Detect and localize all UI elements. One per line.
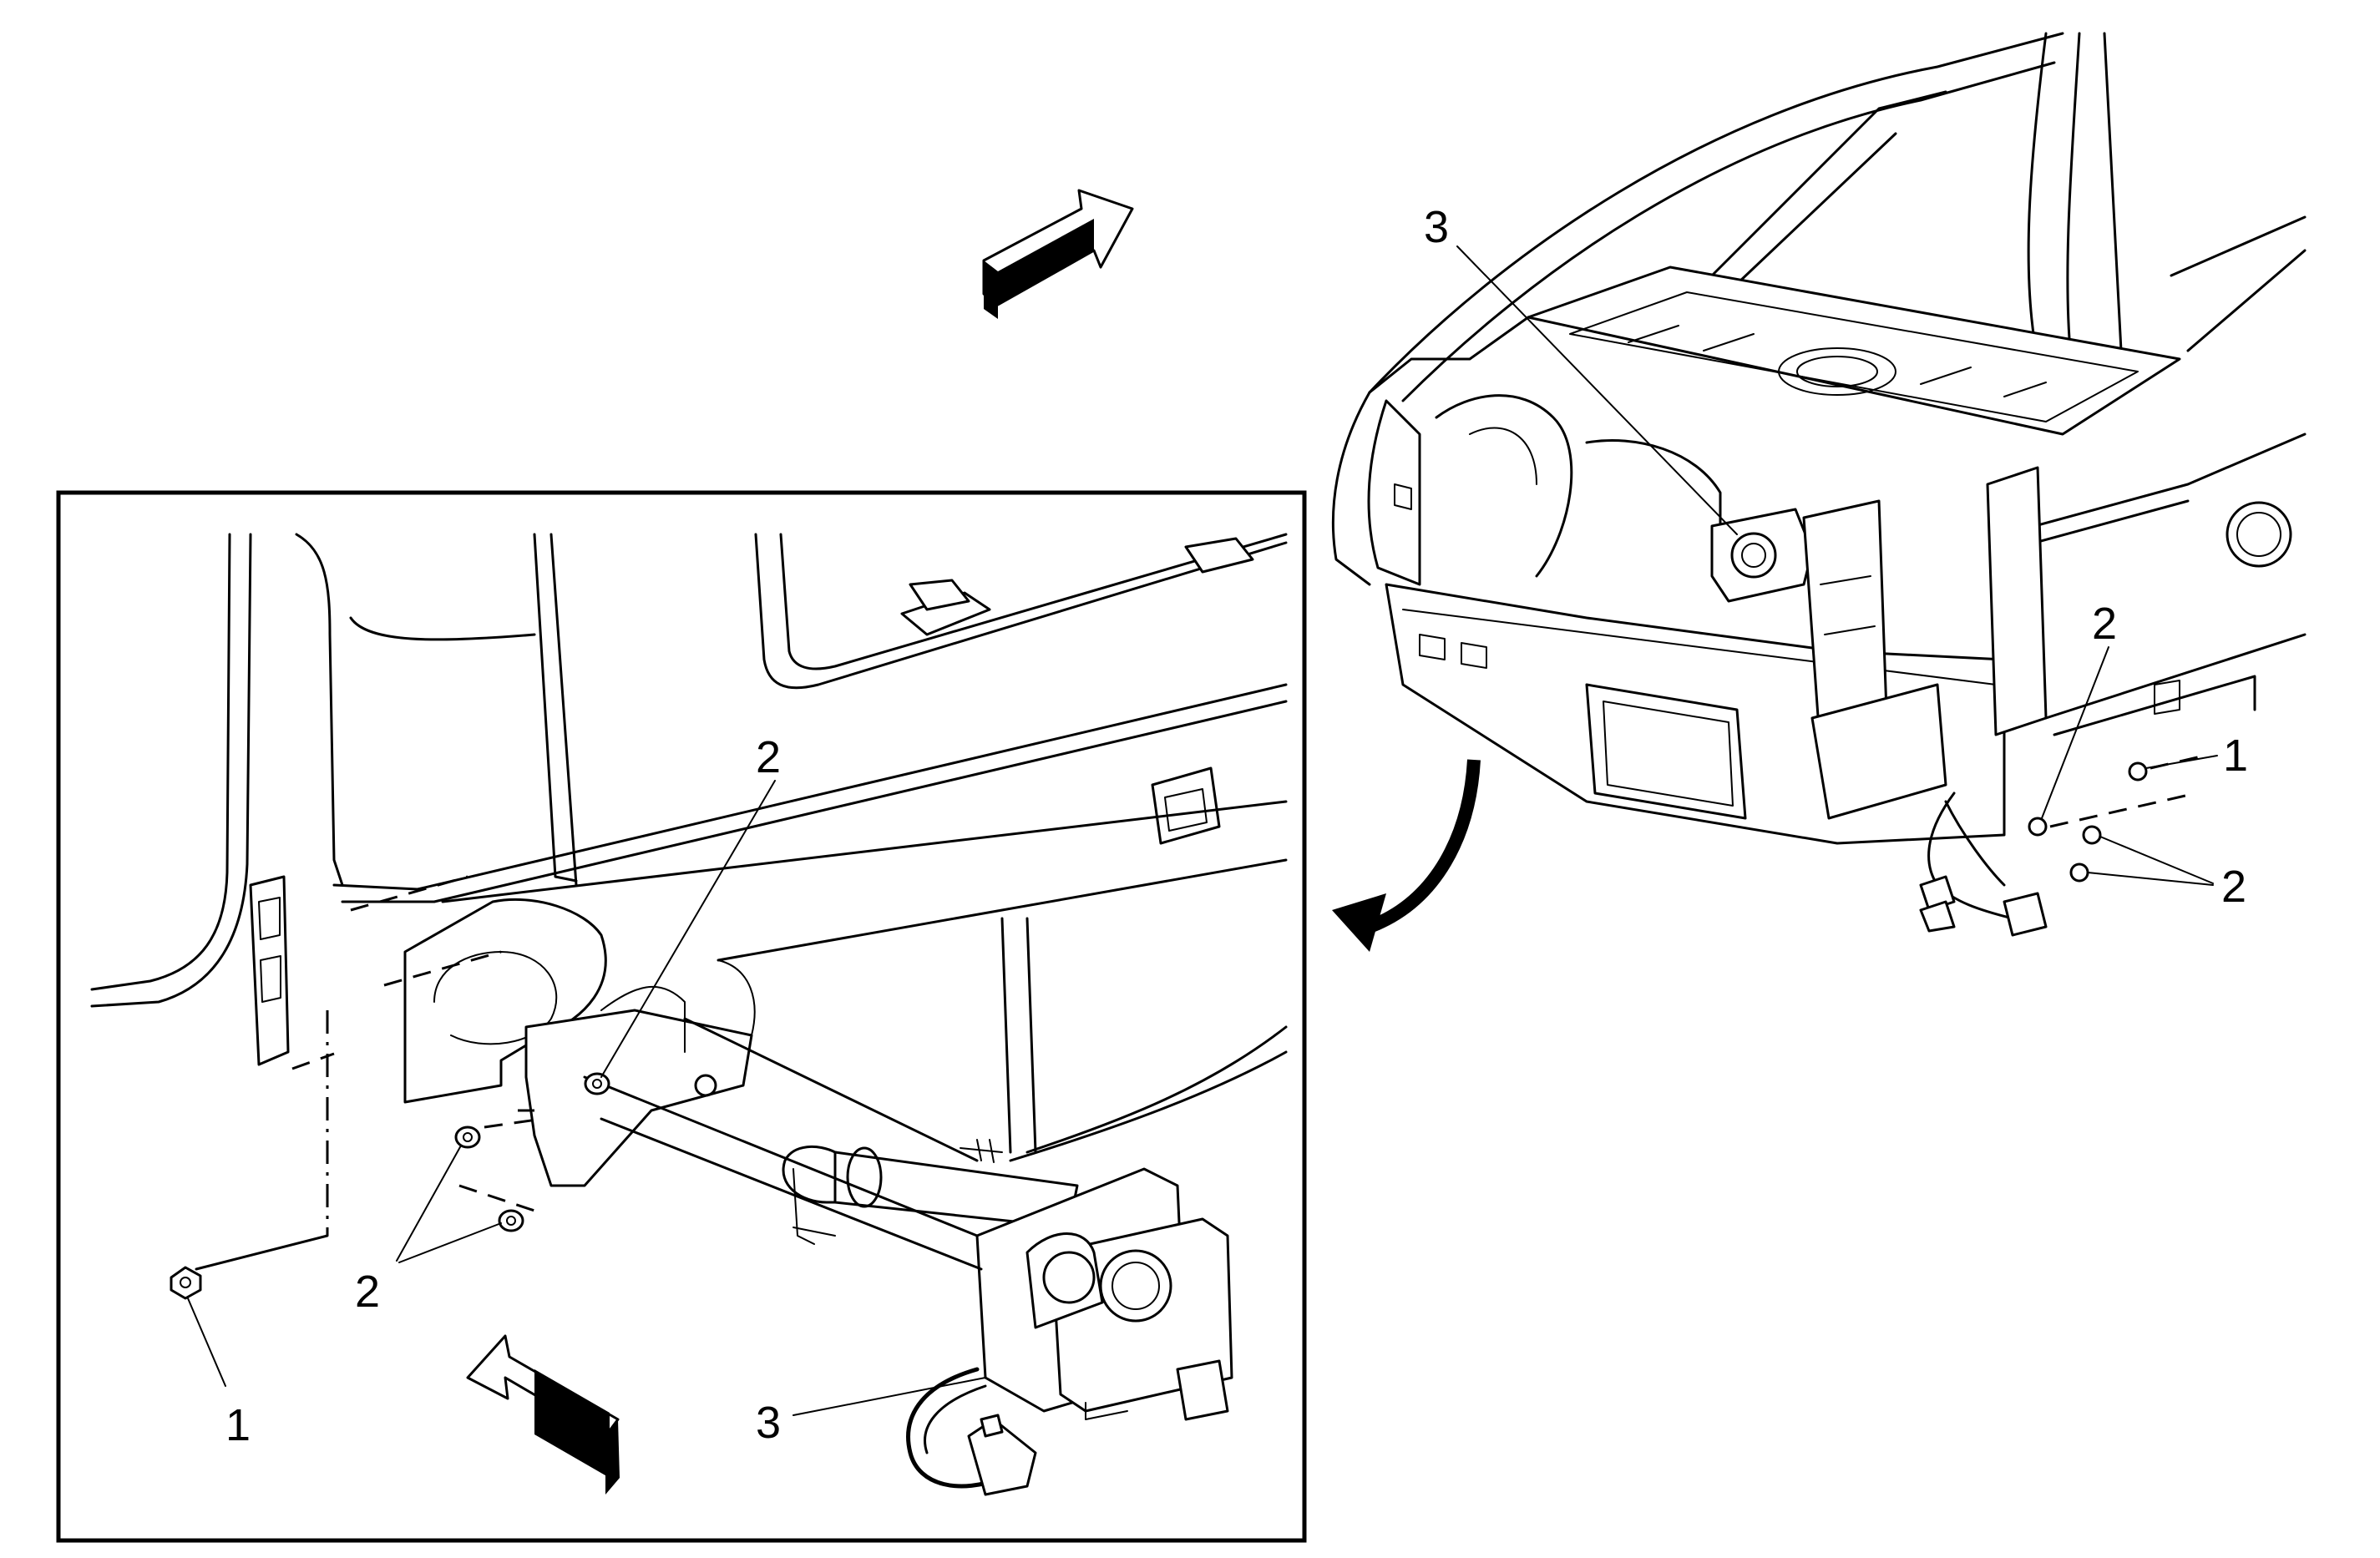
detail-inset (56, 490, 1307, 1543)
nut-icon (2082, 825, 2102, 845)
nut-icon (454, 1126, 481, 1149)
callout-1-overview: 1 (2223, 731, 2248, 781)
callout-1-detail: 1 (225, 1400, 251, 1450)
nut-icon (584, 1072, 610, 1095)
curved-arrow-icon (1332, 759, 1481, 952)
forward-arrow-icon (466, 1334, 620, 1495)
nut-icon (2069, 862, 2089, 883)
nut-icon (2028, 817, 2048, 837)
vehicle-rear-overview (1331, 32, 2307, 937)
bolt-icon (2128, 761, 2148, 782)
callout-3-overview: 3 (1424, 202, 1449, 252)
callout-2-overview-upper: 2 (2092, 599, 2117, 649)
forward-arrow-icon (982, 189, 1134, 319)
callout-3-detail: 3 (756, 1398, 781, 1448)
detail-callouts: 2 2 1 3 (187, 732, 986, 1450)
callout-2-overview-lower: 2 (2221, 862, 2246, 912)
callout-2-detail-lower: 2 (355, 1267, 380, 1317)
nut-icon (498, 1209, 524, 1232)
overview-callouts: 3 2 1 2 (1424, 202, 2248, 912)
bolt-icon (170, 1266, 202, 1300)
callout-2-detail-upper: 2 (756, 732, 781, 782)
